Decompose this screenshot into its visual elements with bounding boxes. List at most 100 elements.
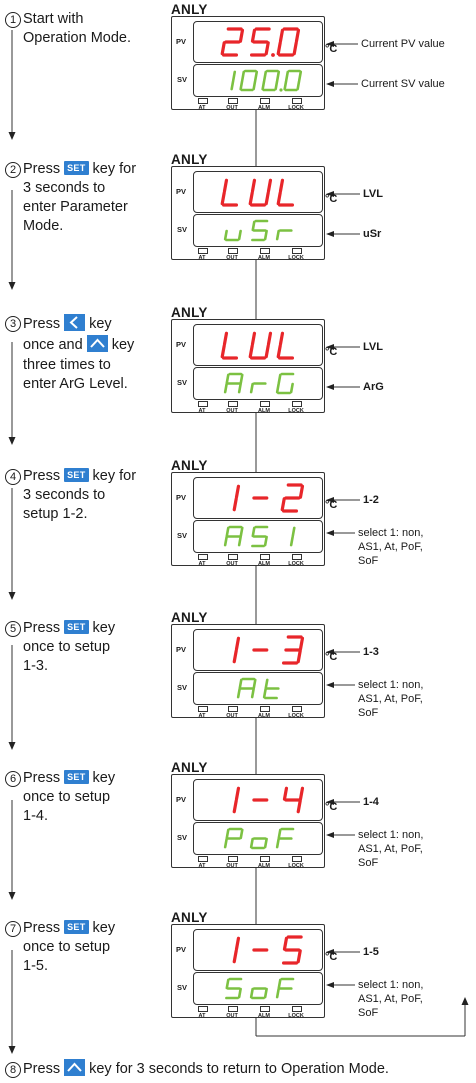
instruction-line: three times to (23, 357, 111, 373)
led-label-out: OUT (226, 408, 238, 414)
pv-pointer-head (326, 949, 334, 955)
segment (232, 799, 238, 814)
instruction-line: 1-3. (23, 658, 48, 674)
segment (250, 687, 255, 699)
segment (296, 79, 301, 91)
led-label-alm: ALM (258, 561, 270, 567)
led-label-at: AT (198, 561, 206, 567)
led-at (198, 401, 208, 407)
led-lock (292, 1006, 302, 1012)
led-label-lock: LOCK (288, 255, 304, 261)
pv-annotation: Current PV value (361, 38, 445, 50)
pv-pointer-head (326, 41, 334, 47)
brand-logo: ANLY (171, 152, 208, 167)
pv-display (193, 171, 323, 213)
sv-annotation-line: AS1, At, PoF, (358, 693, 423, 705)
sv-annotation: select 1: non,AS1, At, PoF,SoF (358, 526, 423, 568)
pv-label: PV (176, 37, 187, 46)
instruction-line: 3 seconds to (23, 180, 106, 196)
flow-arrow-head (8, 592, 16, 600)
sv-annotation: select 1: non,AS1, At, PoF,SoF (358, 978, 423, 1020)
segment (241, 70, 246, 82)
segment (296, 949, 302, 964)
segment (277, 978, 282, 990)
sv-annotation-line: SoF (358, 857, 379, 869)
sv-display (193, 64, 323, 97)
led-label-at: AT (198, 863, 206, 869)
segment (275, 382, 280, 394)
pv-annotation: 1-4 (363, 796, 379, 808)
led-at (198, 248, 208, 254)
segment (291, 526, 296, 538)
led-out (228, 1006, 238, 1012)
pv-digits (232, 635, 305, 665)
sv-annotation: select 1: non,AS1, At, PoF,SoF (358, 678, 423, 720)
segment (254, 70, 259, 82)
led-label-at: AT (198, 408, 206, 414)
flow-arrow-head (8, 742, 16, 750)
led-label-out: OUT (226, 105, 238, 111)
segment (232, 949, 238, 964)
pv-digits (220, 331, 295, 360)
sv-display (193, 972, 323, 1005)
segment (263, 837, 268, 849)
digit-1 (230, 70, 237, 91)
brand-logo: ANLY (171, 458, 208, 473)
led-label-out: OUT (226, 255, 238, 261)
instruction-line: enter Parameter (23, 199, 128, 215)
instruction-line: Press SET key for (23, 161, 137, 177)
sv-annotation: uSr (363, 227, 381, 241)
led-out (228, 98, 238, 104)
segment (298, 70, 303, 82)
segment (220, 191, 226, 206)
segment (225, 828, 230, 840)
flow-arrow-head (8, 132, 16, 140)
pv-display (193, 21, 323, 63)
sv-annotation-line: Current SV value (361, 78, 445, 90)
segment (249, 837, 254, 849)
left-arrow-key-icon (64, 314, 86, 331)
sv-display (193, 672, 323, 705)
segment (220, 344, 226, 359)
led-out (228, 706, 238, 712)
pv-label: PV (176, 795, 187, 804)
segment (237, 535, 242, 547)
sv-annotation-line: SoF (358, 707, 379, 719)
set-key-icon: SET (64, 770, 89, 784)
sv-annotation-line: SoF (358, 555, 379, 567)
segment (223, 229, 228, 241)
segment (264, 41, 270, 56)
instruction-line: once to setup (23, 939, 111, 955)
step-number: 4 (5, 469, 21, 485)
unit-celsius: °C (325, 43, 338, 55)
sv-annotation-line: AS1, At, PoF, (358, 843, 423, 855)
led-out (228, 554, 238, 560)
pv-digits (220, 27, 301, 57)
sv-label: SV (177, 378, 188, 387)
led-alm (260, 248, 270, 254)
sv-annotation-line: AS1, At, PoF, (358, 541, 423, 553)
instruction-line: Operation Mode. (23, 30, 132, 46)
led-label-alm: ALM (258, 255, 270, 261)
instruction-line: Press SET key (23, 920, 116, 936)
digit-3 (281, 635, 305, 665)
pv-pointer-head (326, 344, 334, 350)
segment (278, 28, 285, 43)
digit-G (275, 372, 295, 395)
segment (264, 344, 270, 359)
segment (232, 649, 238, 664)
flow-arrow-head (8, 892, 16, 900)
segment (262, 687, 267, 699)
led-alm (260, 1006, 270, 1012)
digit-S (225, 977, 243, 1000)
segment (222, 178, 229, 193)
